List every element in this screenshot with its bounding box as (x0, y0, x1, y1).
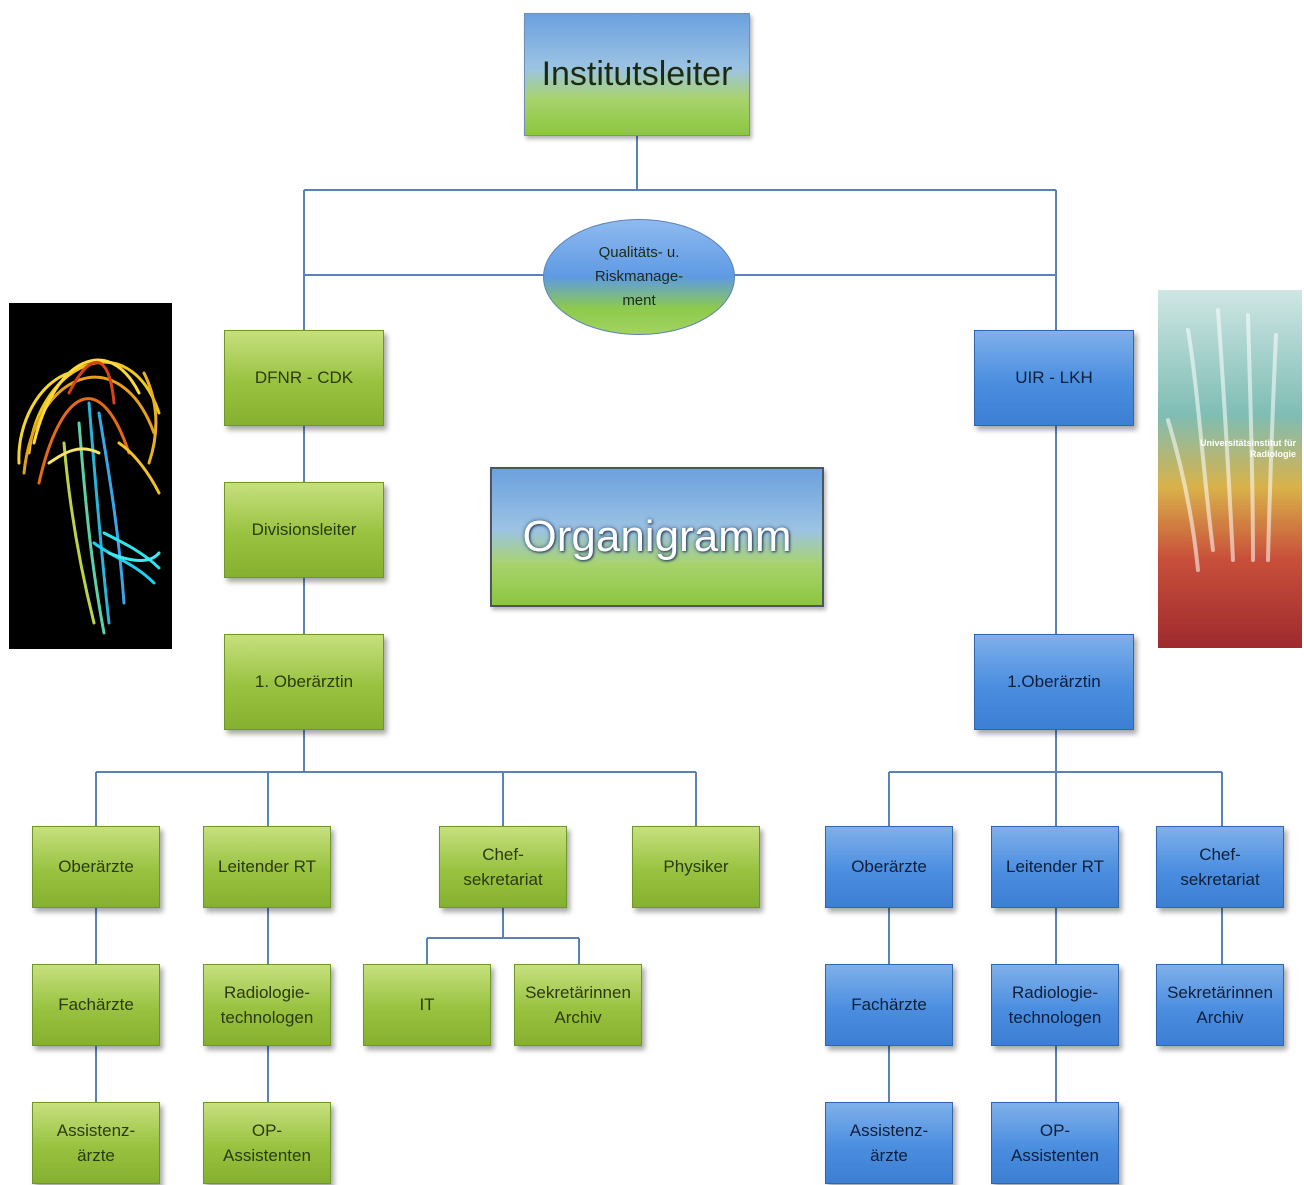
node-left-assistenzaerzte: Assistenz- ärzte (32, 1102, 160, 1184)
node-left-radiologietechnologen: Radiologie- technologen (203, 964, 331, 1046)
brain-tractography-image (9, 303, 172, 649)
node-right-oberaerzte: Oberärzte (825, 826, 953, 908)
node-right-sekretaerinnen-archiv: Sekretärinnen Archiv (1156, 964, 1284, 1046)
node-left-leitender-rt: Leitender RT (203, 826, 331, 908)
node-left-head: DFNR - CDK (224, 330, 384, 426)
node-left-op-assistenten: OP- Assistenten (203, 1102, 331, 1184)
diagram-title: Organigramm (490, 467, 824, 607)
node-right-head: UIR - LKH (974, 330, 1134, 426)
node-right-chefsekretariat: Chef- sekretariat (1156, 826, 1284, 908)
node-left-sekretaerinnen-archiv: Sekretärinnen Archiv (514, 964, 642, 1046)
node-left-physiker: Physiker (632, 826, 760, 908)
node-left-fachaerzte: Fachärzte (32, 964, 160, 1046)
node-right-fachaerzte: Fachärzte (825, 964, 953, 1046)
node-left-oberaerztin: 1. Oberärztin (224, 634, 384, 730)
node-right-oberaerztin: 1.Oberärztin (974, 634, 1134, 730)
node-right-leitender-rt: Leitender RT (991, 826, 1119, 908)
node-right-radiologietechnologen: Radiologie- technologen (991, 964, 1119, 1046)
node-right-assistenzaerzte: Assistenz- ärzte (825, 1102, 953, 1184)
node-left-chefsekretariat: Chef- sekretariat (439, 826, 567, 908)
hand-xray-caption: Universitätsinstitut für Radiologie (1199, 438, 1296, 460)
node-left-divisionsleiter: Divisionsleiter (224, 482, 384, 578)
node-right-op-assistenten: OP- Assistenten (991, 1102, 1119, 1184)
node-left-oberaerzte: Oberärzte (32, 826, 160, 908)
node-left-it: IT (363, 964, 491, 1046)
root-node-institutsleiter: Institutsleiter (524, 13, 750, 136)
quality-risk-management-node: Qualitäts- u. Riskmanage- ment (543, 219, 735, 335)
hand-xray-image: Universitätsinstitut für Radiologie (1158, 290, 1302, 648)
